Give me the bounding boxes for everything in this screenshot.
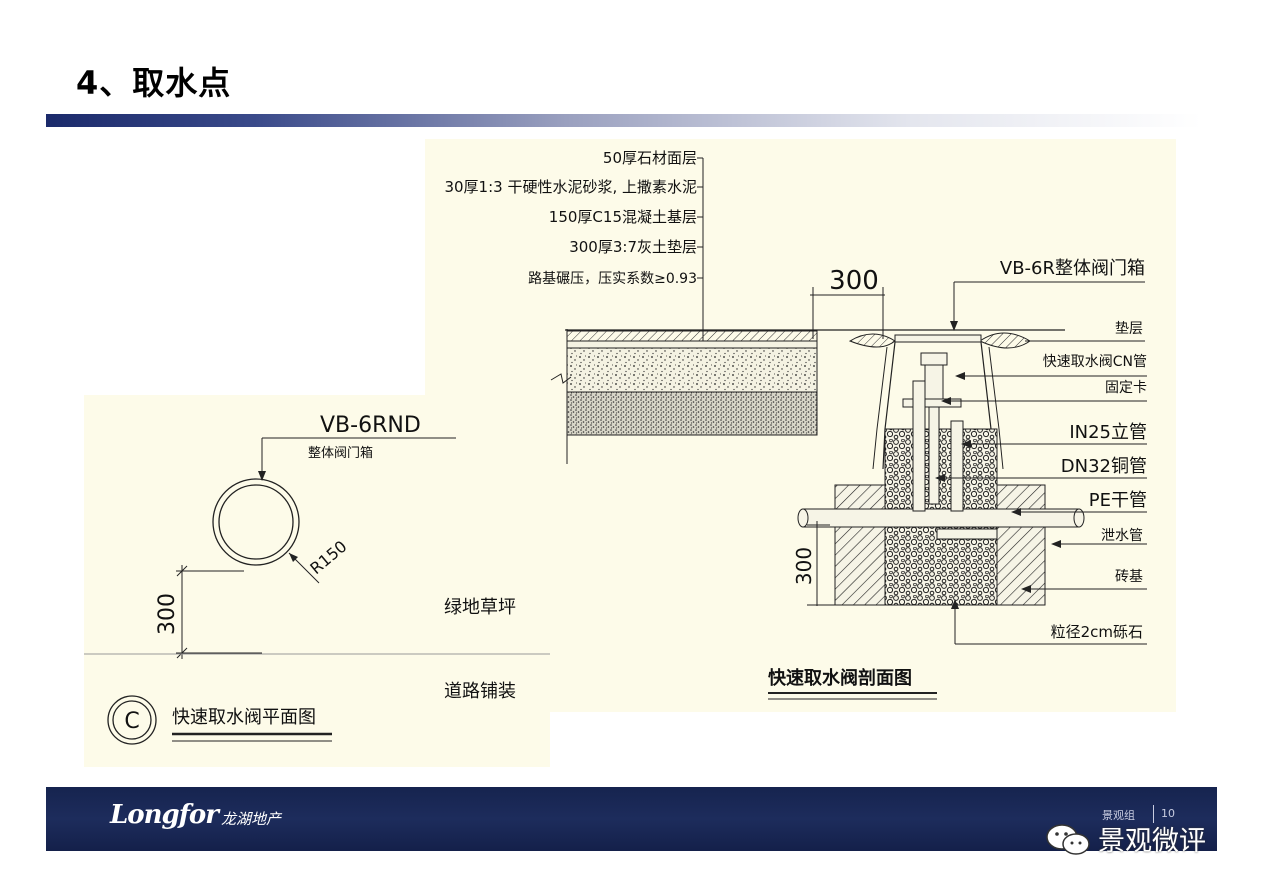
radius-label: R150: [306, 537, 350, 578]
layer-label-1: 50厚石材面层: [603, 149, 697, 167]
callout-riser: IN25立管: [1069, 422, 1147, 443]
arrow-down-icon: [258, 471, 266, 481]
section-symbol-outer: [107, 695, 157, 745]
pavement-layers: [550, 329, 1065, 464]
callout-drain: 泄水管: [1101, 528, 1143, 544]
callout-cushion: 垫层: [1115, 321, 1143, 337]
dim-side-label: 300: [792, 547, 816, 585]
valve-inner-circle: [218, 484, 294, 560]
section-caption: 快速取水阀剖面图: [768, 667, 912, 689]
layer-labels: 50厚石材面层 30厚1:3 干硬性水泥砂浆, 上撒素水泥 150厚C15混凝土…: [444, 149, 697, 287]
plan-drawing: VB-6RND 整体阀门箱 R150 300 绿地草坪 道路铺装 C 快速取水阀…: [84, 413, 550, 745]
valve-model-label: VB-6RND: [320, 413, 421, 438]
callout-pe-pipe: PE干管: [1089, 490, 1147, 511]
arrow-icon: [955, 372, 965, 380]
arrow-icon: [935, 474, 945, 482]
arrow-icon: [941, 397, 951, 405]
footer-bar: Longfor 龙湖地产 景观组 10: [46, 787, 1217, 851]
plan-drawing-panel: VB-6RND 整体阀门箱 R150 300 绿地草坪 道路铺装 C 快速取水阀…: [84, 395, 550, 767]
callout-clamp: 固定卡: [1105, 380, 1147, 396]
callout-gravel: 粒径2cm砾石: [1051, 623, 1143, 641]
callout-copper-pipe: DN32铜管: [1061, 456, 1147, 477]
section-drawing-panel: 50厚石材面层 30厚1:3 干硬性水泥砂浆, 上撒素水泥 150厚C15混凝土…: [425, 139, 1176, 712]
company-logo: Longfor: [110, 800, 219, 830]
section-symbol-letter: C: [124, 709, 139, 734]
callout-quick-valve: 快速取水阀CN管: [1043, 354, 1147, 370]
right-callouts: 垫层 快速取水阀CN管 固定卡 IN25立管 DN32铜管 PE干管 泄水管 砖…: [935, 321, 1147, 645]
layer-label-2: 30厚1:3 干硬性水泥砂浆, 上撒素水泥: [444, 178, 697, 196]
arrow-icon: [1021, 585, 1031, 593]
layer-label-5: 路基碾压，压实系数≥0.93: [528, 270, 697, 287]
page-number: 10: [1161, 807, 1175, 820]
company-logo-cn: 龙湖地产: [221, 810, 282, 828]
plan-dim-label: 300: [155, 593, 180, 635]
radius-arrow-icon: [289, 553, 298, 562]
valve-structure: [797, 332, 1085, 606]
valve-box-label: VB-6R整体阀门箱: [1000, 258, 1145, 279]
valve-arrow-icon: [950, 321, 958, 331]
valve-outer-circle: [212, 478, 300, 566]
watermark-text: 景观微评: [1098, 826, 1206, 857]
title-underline-bar: [46, 114, 1202, 127]
page-title: 4、取水点: [76, 64, 232, 102]
wechat-icon: [1046, 824, 1090, 855]
side-dimension: 300: [792, 521, 845, 606]
layer-label-4: 300厚3:7灰土垫层: [569, 238, 697, 256]
top-dimension: 300: [810, 266, 885, 339]
plan-caption: 快速取水阀平面图: [172, 707, 316, 728]
zone-lawn-label: 绿地草坪: [444, 597, 516, 618]
zone-paving-label: 道路铺装: [444, 681, 516, 702]
arrow-icon: [1011, 508, 1021, 516]
arrow-icon: [1051, 540, 1061, 548]
valve-sublabel: 整体阀门箱: [308, 445, 373, 461]
section-drawing: 50厚石材面层 30厚1:3 干硬性水泥砂浆, 上撒素水泥 150厚C15混凝土…: [444, 149, 1147, 700]
callout-brick-base: 砖基: [1115, 568, 1143, 585]
arrow-icon: [961, 440, 971, 448]
layer-label-3: 150厚C15混凝土基层: [549, 208, 697, 226]
section-symbol-inner: [112, 700, 152, 740]
dim-top-label: 300: [829, 266, 879, 296]
footer-separator: [1153, 805, 1154, 823]
arrow-icon: [951, 599, 959, 609]
footer-group-label: 景观组: [1102, 809, 1135, 822]
